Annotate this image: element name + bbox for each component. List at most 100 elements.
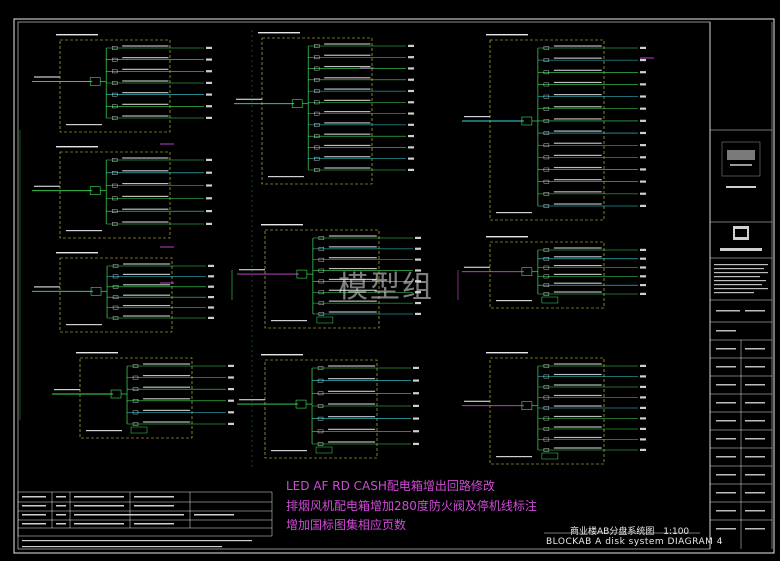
branch-breaker	[317, 442, 324, 446]
circuit-number	[408, 112, 414, 115]
panel-box	[489, 241, 605, 309]
circuit-label-line	[553, 154, 602, 156]
circuit-label-line	[122, 45, 169, 47]
circuit-number	[640, 364, 646, 367]
circuit-number	[206, 46, 212, 49]
branch-breaker	[543, 70, 550, 75]
circuit-label-line	[553, 415, 602, 418]
circuit-number	[228, 364, 234, 367]
panel-spec	[66, 324, 102, 326]
drawing-title-cn: 商业楼AB分盘系统图 1:100	[570, 524, 689, 537]
branch-breaker	[543, 437, 550, 442]
circuit-number	[228, 422, 234, 425]
circuit-number	[415, 269, 421, 272]
branch-breaker	[111, 104, 118, 109]
drawing-scale: 1:100	[663, 527, 690, 537]
circuit-number	[208, 306, 214, 309]
panel-spec	[496, 212, 532, 214]
circuit-label-line	[553, 394, 602, 397]
panel-spec	[66, 124, 102, 126]
panel-spec	[268, 176, 304, 178]
branch-breaker	[543, 155, 550, 160]
circuit-label-line	[122, 221, 169, 223]
circuit-number	[640, 71, 646, 74]
circuit-label-line	[553, 142, 602, 144]
branch-breaker	[111, 222, 118, 226]
branch-breaker	[318, 301, 325, 305]
panel-box	[489, 357, 605, 465]
circuit-label-line	[122, 103, 169, 105]
branch-breaker	[318, 290, 325, 295]
circuit-label-line	[553, 69, 602, 71]
revision-table	[17, 491, 273, 537]
circuit-number	[640, 95, 646, 98]
circuit-label-line	[553, 363, 602, 365]
branch-breaker	[111, 69, 118, 74]
circuit-label-line	[143, 398, 191, 400]
branch-breaker	[132, 375, 139, 380]
branch-breaker	[543, 204, 550, 208]
circuit-label-line	[123, 263, 171, 265]
branch-breaker	[543, 274, 550, 279]
branch-breaker	[543, 283, 550, 288]
branch-breaker	[318, 312, 325, 316]
branch-breaker	[543, 265, 550, 270]
revision-table-marks	[22, 496, 252, 548]
circuit-label-line	[324, 156, 371, 158]
circuit-number	[206, 58, 212, 61]
circuit-label-line	[553, 282, 602, 284]
circuit-number	[640, 107, 646, 110]
circuit-label-line	[553, 247, 602, 249]
branch-breaker	[132, 410, 139, 415]
feeder-label	[239, 399, 265, 401]
circuit-number	[208, 275, 214, 278]
panel-spec	[496, 456, 532, 458]
circuit-number	[206, 171, 212, 174]
circuit-number	[640, 168, 646, 171]
branch-breaker	[111, 46, 118, 50]
circuit-label-line	[324, 54, 371, 56]
circuit-label-line	[324, 167, 371, 169]
circuit-label-line	[324, 43, 371, 45]
circuit-number	[640, 396, 646, 399]
feeder-label	[34, 286, 60, 288]
circuit-label-line	[324, 99, 371, 101]
feeder-label	[239, 269, 265, 271]
circuit-number	[208, 264, 214, 267]
branch-breaker	[112, 274, 119, 279]
panel-label	[56, 252, 98, 254]
panel-spec	[66, 230, 102, 232]
circuit-label-line	[553, 106, 602, 108]
circuit-label-line	[143, 363, 191, 365]
circuit-number	[208, 316, 214, 319]
circuit-label-line	[553, 265, 602, 267]
circuit-number	[640, 156, 646, 159]
circuit-number	[640, 131, 646, 135]
circuit-label-line	[123, 273, 171, 275]
circuit-label-line	[328, 246, 377, 248]
branch-breaker	[111, 170, 118, 175]
branch-breaker	[543, 248, 550, 252]
circuit-label-line	[328, 257, 377, 259]
circuit-label-line	[122, 115, 169, 117]
circuit-label-line	[553, 426, 602, 428]
meter-box	[541, 452, 559, 460]
branch-breaker	[543, 58, 550, 62]
circuit-label-line	[328, 289, 377, 291]
title-block-text-lines	[714, 264, 768, 530]
branch-breaker	[111, 81, 118, 85]
circuit-number	[640, 427, 646, 430]
circuit-label-line	[553, 447, 602, 449]
title-block	[710, 129, 772, 549]
circuit-label-line	[328, 416, 376, 418]
branch-breaker	[111, 57, 118, 62]
circuit-number	[640, 192, 646, 195]
branch-breaker	[112, 295, 119, 300]
branch-breaker	[543, 364, 550, 368]
circuit-number	[408, 101, 414, 104]
circuit-number	[640, 180, 646, 183]
circuit-number	[206, 105, 212, 108]
circuit-number	[415, 247, 421, 250]
circuit-number	[640, 266, 646, 269]
branch-breaker	[317, 366, 324, 370]
